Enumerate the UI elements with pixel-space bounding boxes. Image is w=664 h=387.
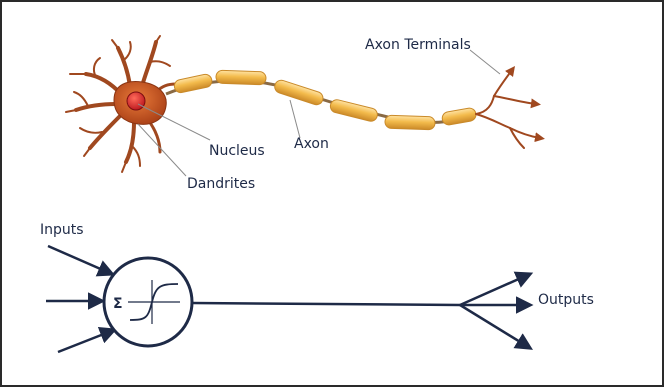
- inputs-label: Inputs: [40, 222, 84, 238]
- axon-terminals-label: Axon Terminals: [365, 37, 471, 53]
- nucleus-label: Nucleus: [209, 143, 265, 159]
- axon-label: Axon: [294, 136, 329, 152]
- outputs-label: Outputs: [538, 292, 594, 308]
- nucleus-shape: [127, 92, 145, 110]
- summation-symbol: Σ: [113, 296, 123, 312]
- dendrites-label: Dandrites: [187, 176, 255, 192]
